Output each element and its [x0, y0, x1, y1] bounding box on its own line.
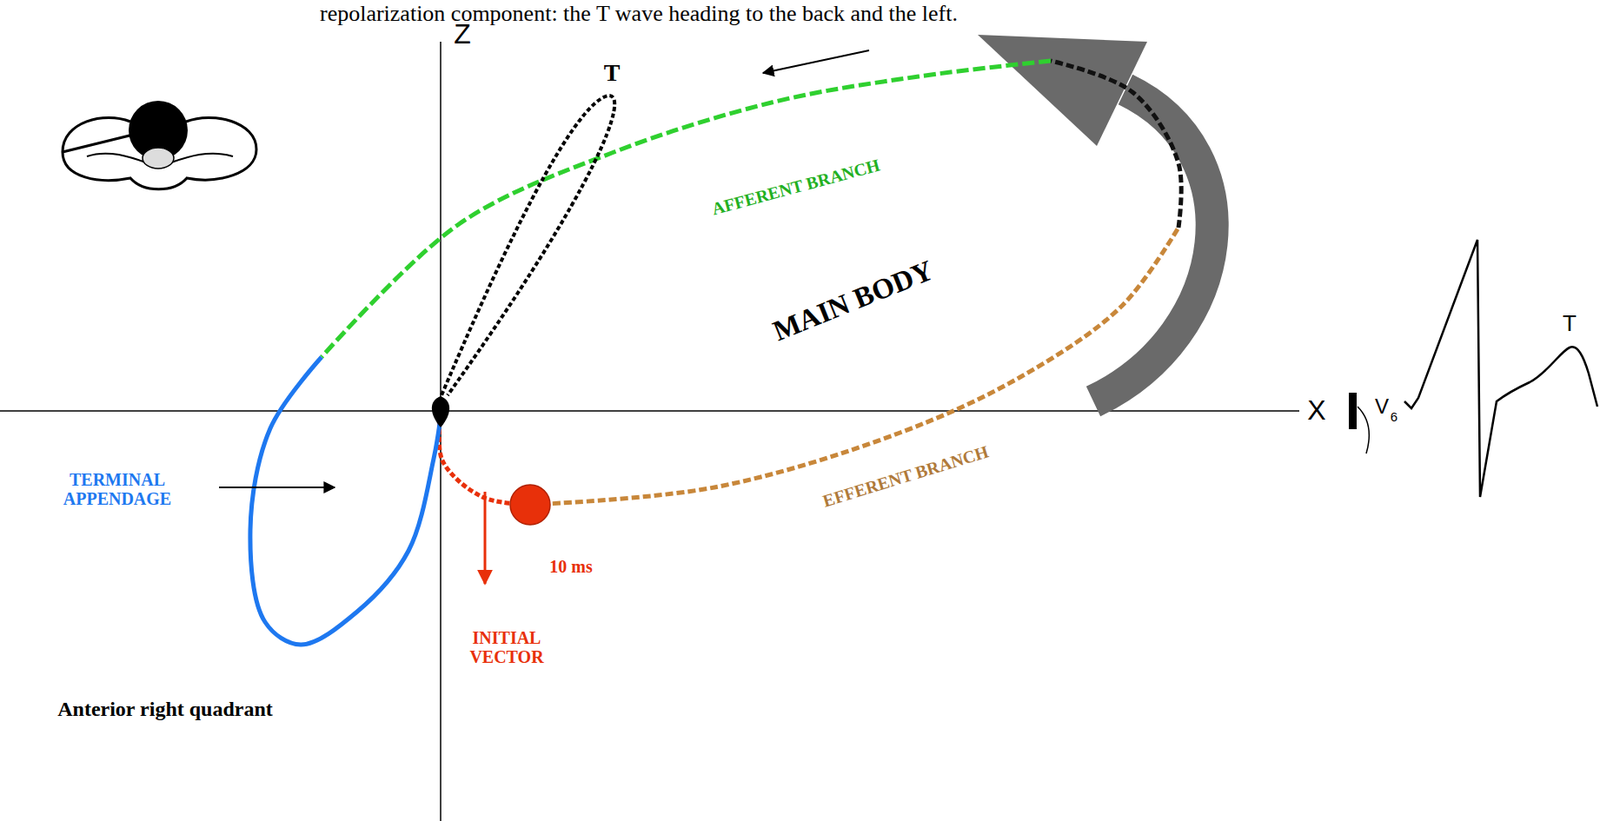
lead-subscript: 6 [1390, 410, 1398, 425]
head-icon [62, 100, 257, 190]
wave-label: T [1562, 311, 1577, 337]
t-loop [438, 95, 615, 402]
time-label: 10 ms [549, 557, 592, 577]
vector-loops [250, 60, 1182, 645]
initial-vector-arrow [484, 491, 487, 585]
region-label: MAIN BODY [769, 254, 939, 348]
axis-label: Z [453, 19, 472, 50]
electrode-arc [1357, 406, 1369, 454]
rotation-arrow [977, 34, 1213, 402]
terminal-appendage [250, 357, 441, 645]
afferent-branch [321, 60, 1051, 358]
wave-label: T [604, 59, 621, 87]
ten-ms-dot [510, 484, 551, 525]
loop-apex [1050, 60, 1182, 228]
vector-label: INITIAL VECTOR [458, 628, 555, 667]
branch-label: AFFERENT BRANCH [710, 155, 883, 220]
axis-label: X [1307, 395, 1326, 426]
ecg-trace [1404, 239, 1598, 498]
electrode [1348, 392, 1357, 430]
part-label: TERMINAL APPENDAGE [52, 470, 183, 509]
origin-point [431, 396, 450, 428]
lead-label: V [1374, 395, 1389, 419]
pointer-arrow [219, 486, 335, 489]
note-text: repolarization component: the T wave hea… [319, 1, 958, 27]
quadrant-label: Anterior right quadrant [57, 697, 273, 721]
efferent-branch [530, 227, 1179, 505]
direction-arrow [763, 50, 870, 74]
